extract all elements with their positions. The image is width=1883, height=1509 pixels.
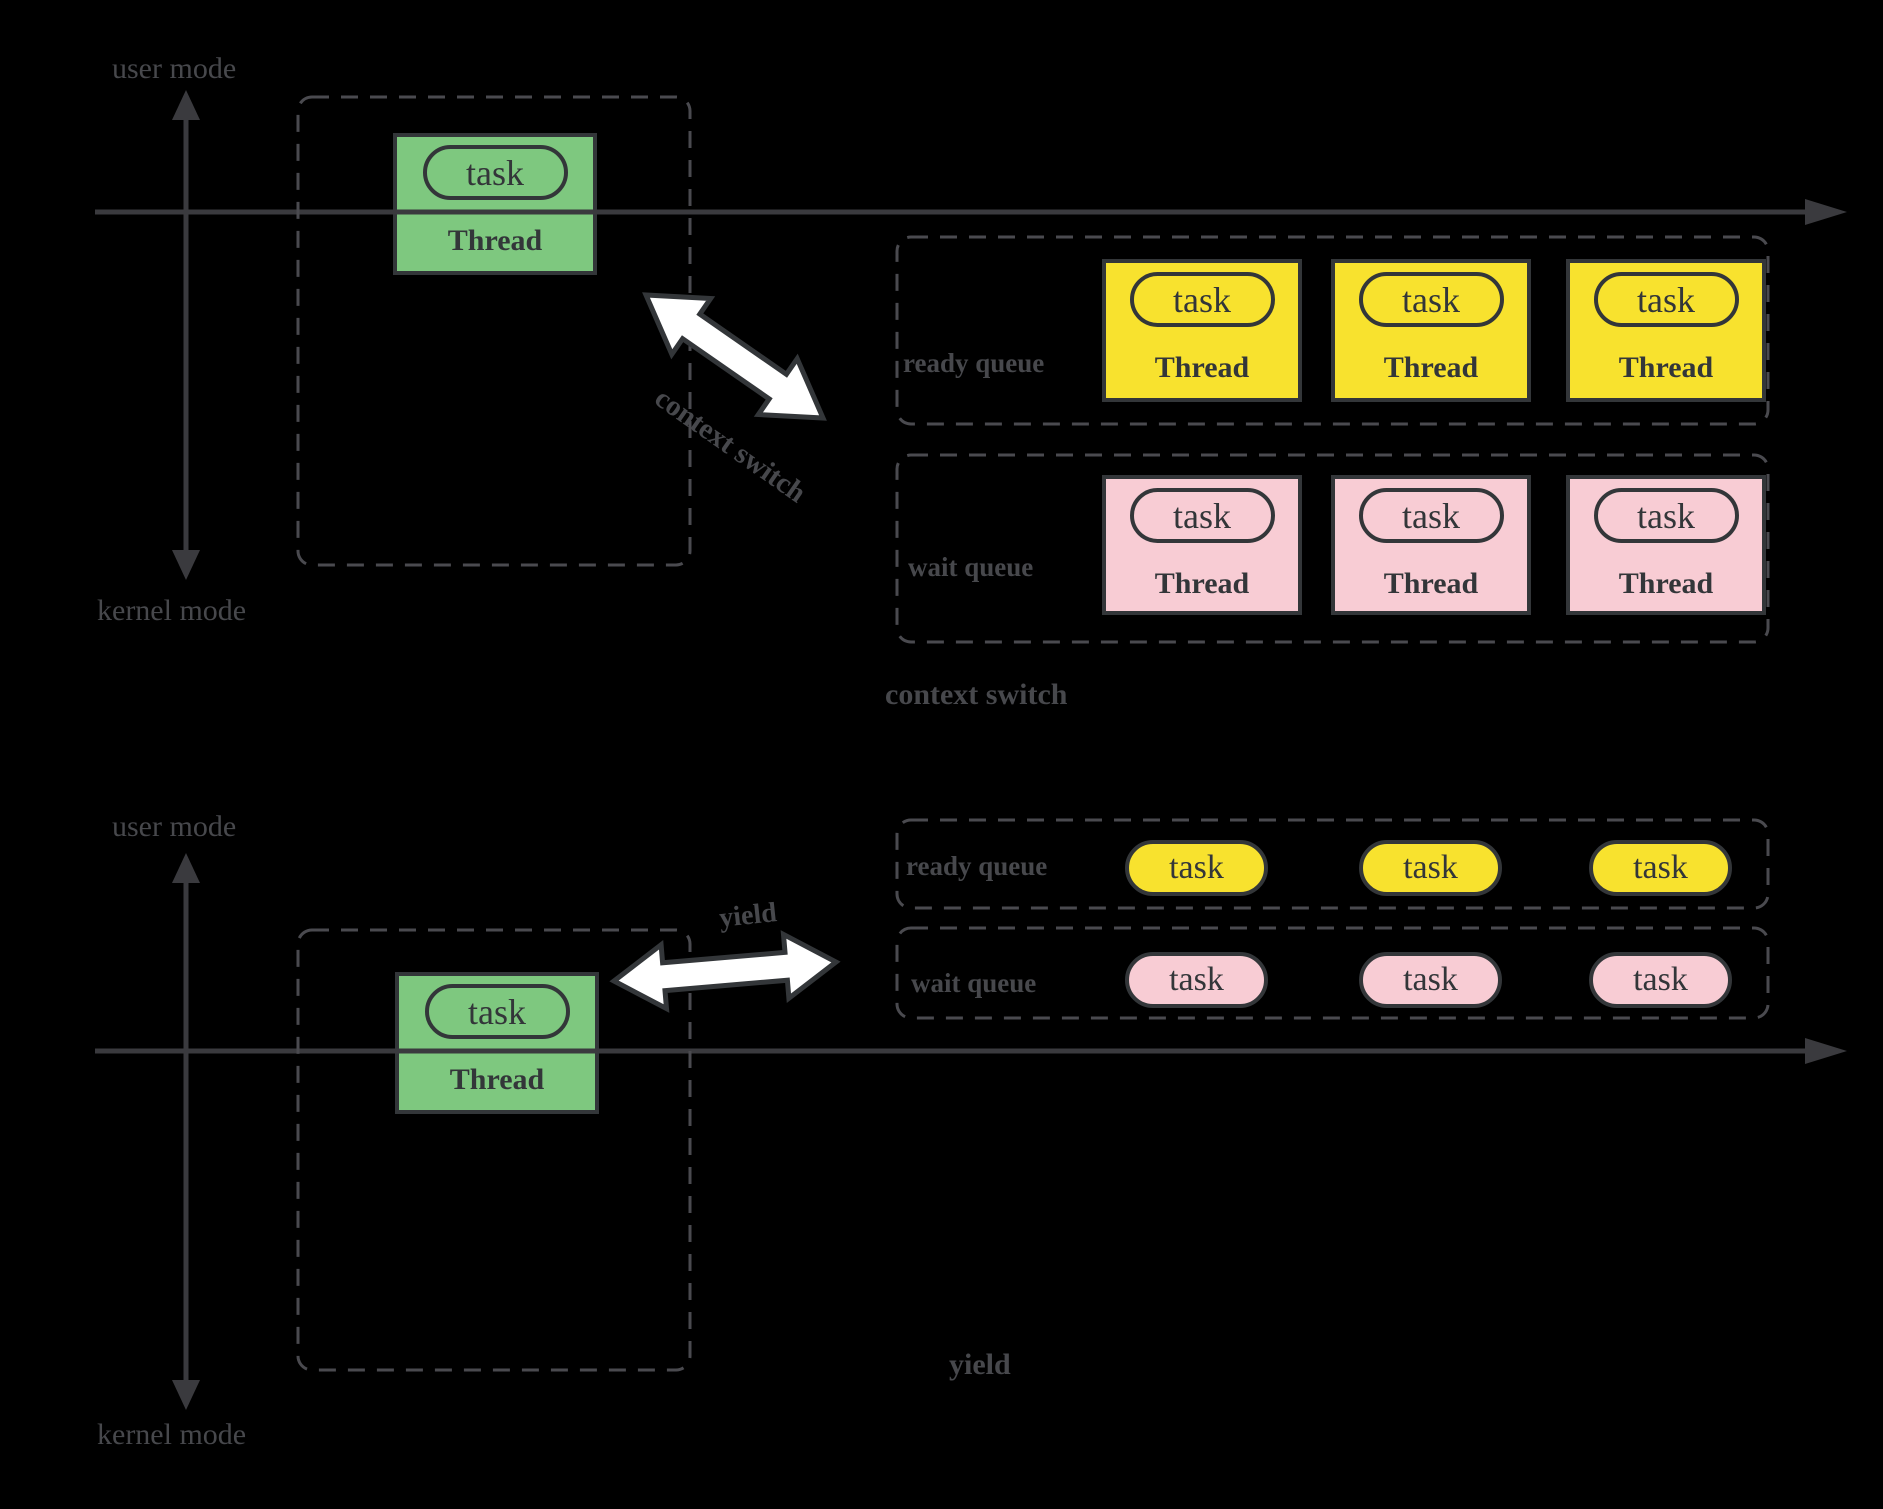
top-mode-axis-up-arrowhead — [172, 90, 200, 120]
wait-queue-label: wait queue — [908, 552, 1034, 582]
user-mode-label: user mode — [112, 810, 237, 843]
ready-queue-label: ready queue — [906, 851, 1048, 881]
yield-arrow — [609, 930, 841, 1013]
task-pill: task — [1593, 488, 1739, 543]
task-pill: task — [422, 145, 568, 200]
user-mode-label: user mode — [112, 52, 237, 85]
top-timeline-arrowhead — [1805, 199, 1847, 225]
thread-label: Thread — [1618, 351, 1714, 384]
task-pill: task — [1129, 272, 1275, 327]
ready-thread-box: task Thread — [1566, 259, 1766, 402]
top-mode-axis-down-arrowhead — [172, 550, 200, 580]
running-thread-box: task Thread — [393, 133, 597, 275]
thread-label: Thread — [449, 1063, 545, 1096]
yield-caption: yield — [949, 1348, 1011, 1381]
wait-task-pill: task — [1359, 952, 1502, 1008]
wait-queue-label: wait queue — [911, 968, 1037, 998]
context-switch-arrow-label: context switch — [648, 381, 812, 510]
wait-task-pill: task — [1125, 952, 1268, 1008]
task-pill: task — [424, 984, 570, 1039]
task-pill: task — [1593, 272, 1739, 327]
thread-label: Thread — [1154, 351, 1250, 384]
bottom-mode-axis-up-arrowhead — [172, 853, 200, 883]
task-pill: task — [1129, 488, 1275, 543]
thread-label: Thread — [1383, 351, 1479, 384]
ready-task-pill: task — [1589, 840, 1732, 896]
ready-queue-label: ready queue — [903, 348, 1045, 378]
ready-thread-box: task Thread — [1102, 259, 1302, 402]
bottom-mode-axis-down-arrowhead — [172, 1380, 200, 1410]
kernel-mode-label: kernel mode — [97, 1418, 247, 1451]
thread-label: Thread — [1383, 567, 1479, 600]
wait-thread-box: task Thread — [1566, 475, 1766, 615]
ready-thread-box: task Thread — [1331, 259, 1531, 402]
wait-task-pill: task — [1589, 952, 1732, 1008]
thread-label: Thread — [1154, 567, 1250, 600]
kernel-mode-label: kernel mode — [97, 594, 247, 627]
bottom-timeline-arrowhead — [1805, 1038, 1847, 1064]
wait-thread-box: task Thread — [1102, 475, 1302, 615]
yield-arrow-label: yield — [717, 897, 779, 934]
thread-label: Thread — [447, 224, 543, 257]
context-switch-caption: context switch — [885, 678, 1068, 711]
thread-label: Thread — [1618, 567, 1714, 600]
wait-thread-box: task Thread — [1331, 475, 1531, 615]
running-thread-box: task Thread — [395, 972, 599, 1114]
ready-task-pill: task — [1359, 840, 1502, 896]
task-pill: task — [1358, 272, 1504, 327]
task-pill: task — [1358, 488, 1504, 543]
ready-task-pill: task — [1125, 840, 1268, 896]
